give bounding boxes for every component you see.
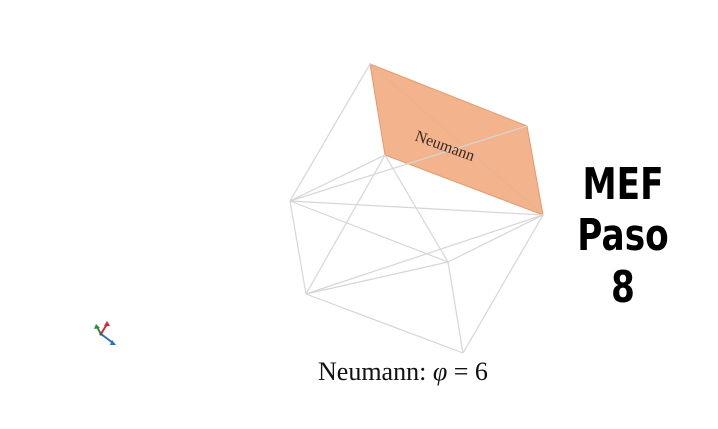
title-mef: MEF [582,159,664,210]
caption-value: 6 [474,357,488,386]
mesh-edge [384,154,449,263]
boundary-condition-caption: Neumann: φ = 6 [318,357,488,387]
caption-prefix: Neumann: [318,357,433,386]
caption-equals: = [447,357,475,386]
mesh-edge [289,200,449,263]
mesh-edge [289,200,307,295]
mesh-edge [447,214,544,263]
mesh-edge [289,63,371,202]
mesh-edge [289,154,386,202]
mesh-edge [305,214,544,295]
mesh-edge [447,261,464,354]
mesh-edges [289,63,544,354]
caption-symbol: φ [432,357,448,386]
mesh-edge [289,125,528,202]
xyz-axes-triad-icon [94,321,116,345]
mesh-edge [462,214,544,354]
title-step: Paso 8 [577,210,669,313]
mesh-edge [305,293,464,354]
neumann-face-diagonal [369,63,544,216]
mesh-edge [305,154,386,295]
mesh-edge [305,261,449,295]
title-block: MEF Paso 8 [565,160,682,314]
